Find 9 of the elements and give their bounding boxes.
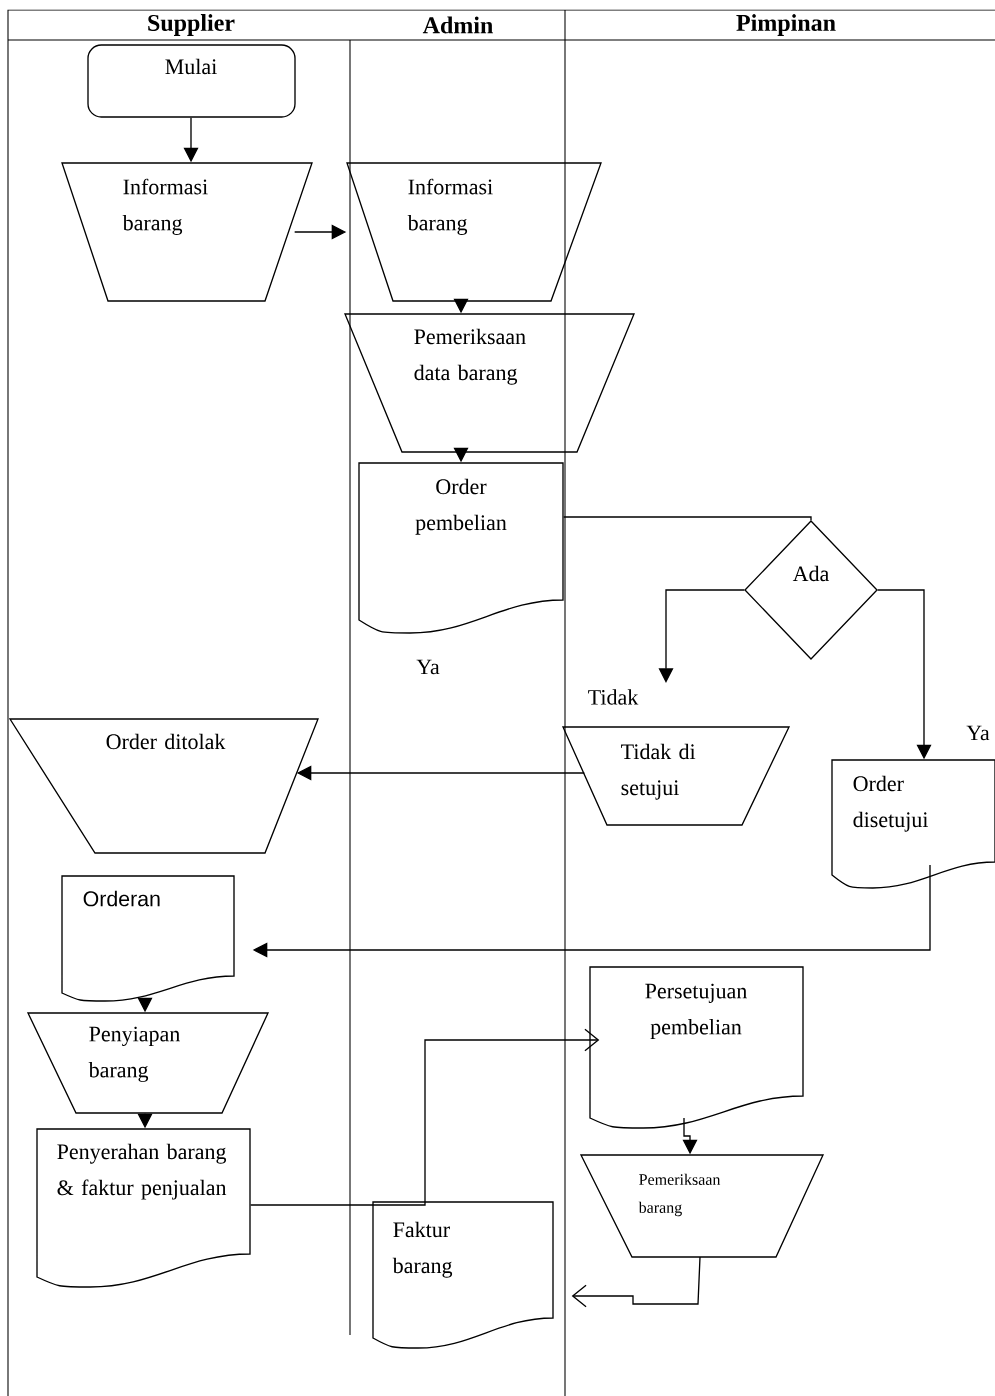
lane-header: Admin [422,16,493,34]
arrow [571,1256,701,1308]
terminator-box: Mulai [87,44,296,118]
edge-label: Tidak [586,687,640,707]
branch-label: Ya [416,659,440,675]
edge-label: Ya [964,724,992,742]
lane-header: Pimpinan [736,14,836,36]
arrow [250,1028,600,1206]
arrow [658,589,745,683]
